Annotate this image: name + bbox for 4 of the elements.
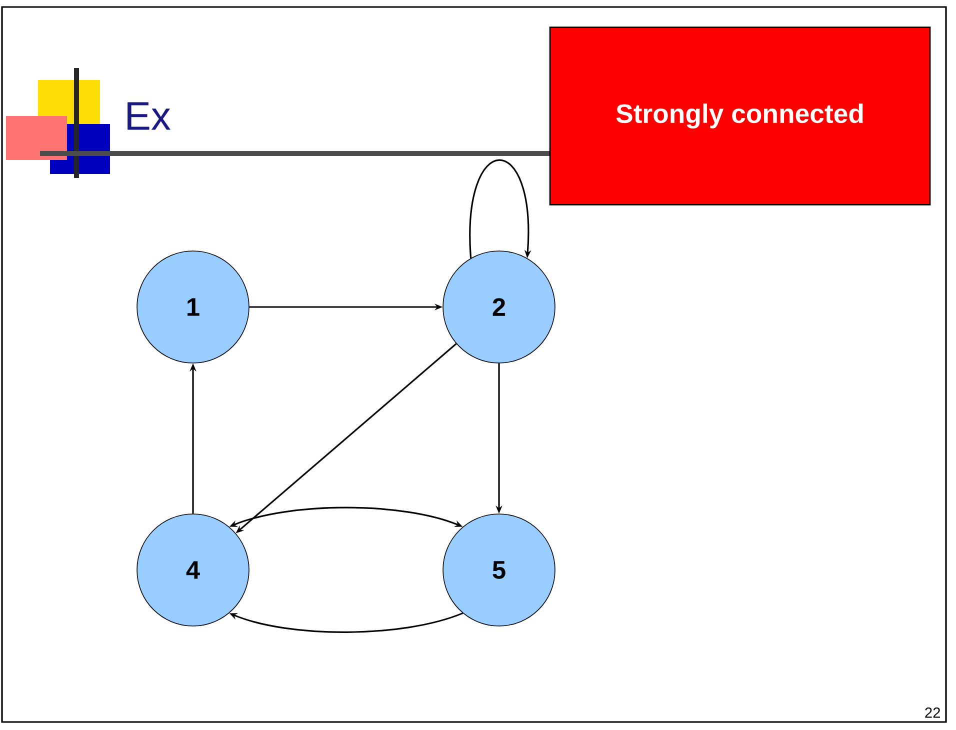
arrow <box>469 160 532 258</box>
highlight-box: Strongly connected <box>549 26 931 206</box>
title: Ex <box>128 102 171 130</box>
page-number: 22 <box>925 708 940 718</box>
